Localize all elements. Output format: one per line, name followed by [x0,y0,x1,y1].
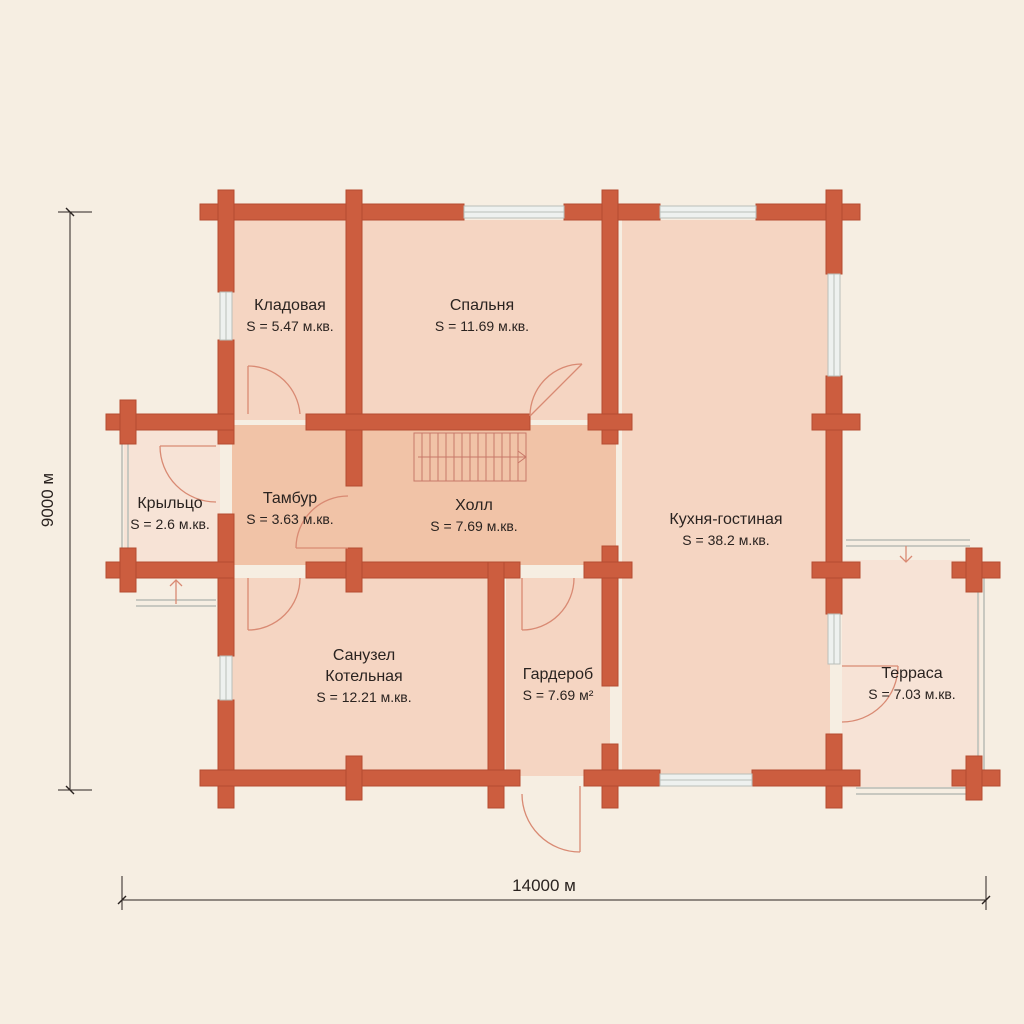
label-kladovaya: Кладовая S = 5.47 м.кв. [234,296,346,335]
label-sanuzel: Санузел Котельная S = 12.21 м.кв. [276,646,452,706]
room-name: Кладовая [254,297,326,314]
room-area: S = 3.63 м.кв. [246,510,334,527]
railings [121,417,985,795]
walls [105,189,1001,809]
room-area: S = 38.2 м.кв. [682,531,770,548]
room-name: Санузел [332,647,396,664]
room-fill-sanuzel [232,578,490,776]
label-krylco: Крыльцо S = 2.6 м.кв. [114,494,226,533]
room-name-2: Котельная [325,667,403,685]
room-name: Спальня [449,297,515,314]
windows [219,205,841,787]
room-name: Крыльцо [137,495,203,512]
room-fills [124,220,980,788]
label-spalnya: Спальня S = 11.69 м.кв. [380,296,584,335]
label-garderob: Гардероб S = 7.69 м² [502,665,614,704]
label-holl: Холл S = 7.69 м.кв. [400,496,548,535]
staircase [413,432,527,482]
room-name: Гардероб [522,666,594,683]
dimension-width: 14000 м [512,876,576,895]
room-fill-garderob [506,578,610,776]
room-area: S = 7.69 м² [522,686,594,703]
room-name: Терраса [881,665,943,682]
room-name: Холл [455,497,493,514]
doors [159,363,913,853]
room-name: Кухня-гостиная [669,511,783,528]
room-fill-kuhnya [622,220,830,782]
dimension-height: 9000 м [38,472,57,528]
label-terrasa: Терраса S = 7.03 м.кв. [848,664,976,703]
room-area: S = 11.69 м.кв. [434,317,530,334]
room-name: Тамбур [262,490,318,507]
room-fill-krylco [124,430,220,570]
room-area: S = 12.21 м.кв. [316,688,412,705]
label-tambur: Тамбур S = 3.63 м.кв. [232,489,348,528]
label-kuhnya: Кухня-гостиная S = 38.2 м.кв. [622,510,830,549]
dimension-lines [58,207,991,910]
room-area: S = 2.6 м.кв. [130,515,210,532]
room-area: S = 7.03 м.кв. [868,685,956,702]
room-fill-spalnya [360,220,610,420]
room-area: S = 5.47 м.кв. [246,317,334,334]
room-fill-terrasa [842,560,980,788]
room-area: S = 7.69 м.кв. [430,517,518,534]
